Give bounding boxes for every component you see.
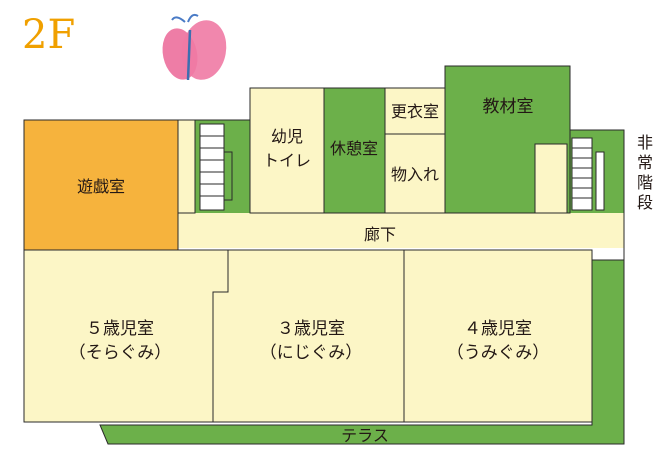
toilet-room bbox=[249, 87, 325, 214]
materials-room-label: 教材室 bbox=[483, 97, 534, 117]
butterfly-icon bbox=[162, 13, 227, 81]
playroom bbox=[23, 119, 179, 251]
room-4yo bbox=[403, 249, 593, 423]
room-3yo-group: （にじぐみ） bbox=[260, 343, 363, 363]
emergency-stairs-label: 非 常 階 段 bbox=[637, 133, 653, 212]
rest-room-label: 休憩室 bbox=[330, 139, 378, 158]
room-4yo-name: ４歳児室 bbox=[464, 319, 532, 339]
stairs-icon bbox=[571, 137, 605, 211]
room-5yo-name: ５歳児室 bbox=[86, 319, 154, 339]
room-3yo-name: ３歳児室 bbox=[277, 319, 345, 339]
room-4yo-group: （うみぐみ） bbox=[447, 343, 550, 363]
svg-text:段: 段 bbox=[637, 193, 653, 212]
playroom-label: 遊戯室 bbox=[77, 177, 125, 196]
room-5yo-group: （そらぐみ） bbox=[69, 343, 172, 363]
floor-label: 2F bbox=[22, 12, 75, 58]
toilet-label-line1: 幼児 bbox=[271, 127, 303, 146]
stairs-icon bbox=[199, 123, 233, 211]
hall-gap bbox=[177, 119, 196, 214]
changing-room bbox=[384, 87, 446, 135]
storage-label: 物入れ bbox=[391, 165, 439, 184]
rest-room bbox=[323, 87, 386, 214]
changing-room-label: 更衣室 bbox=[391, 102, 439, 121]
corridor bbox=[178, 213, 624, 248]
svg-text:階: 階 bbox=[637, 173, 653, 192]
svg-text:常: 常 bbox=[637, 153, 653, 172]
svg-text:非: 非 bbox=[637, 133, 653, 152]
terrace-label: テラス bbox=[341, 426, 389, 445]
toilet-label-line2: トイレ bbox=[263, 151, 311, 170]
corridor-label: 廊下 bbox=[364, 225, 396, 244]
